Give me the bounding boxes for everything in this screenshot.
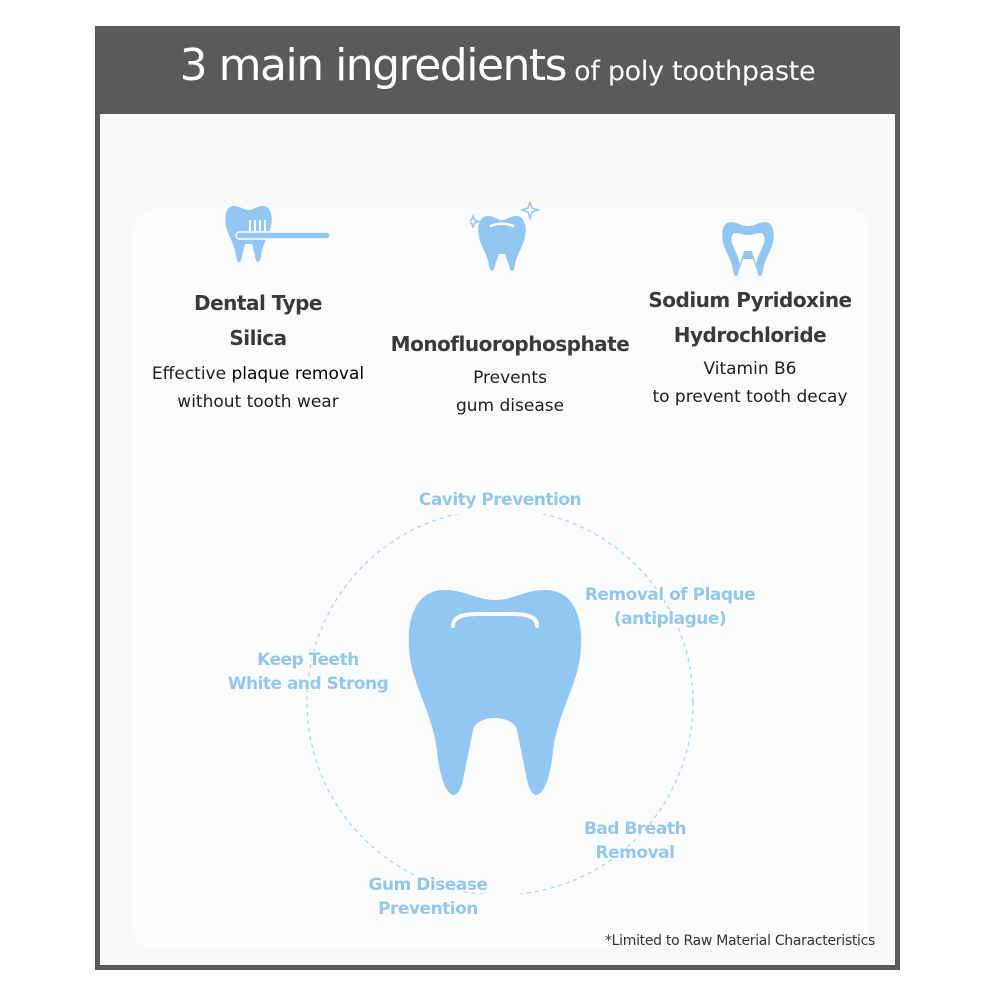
benefit-cavity-prevention: Cavity Prevention [418,490,582,510]
ingredient-name: Hydrochloride [673,323,827,347]
ingredient-name: Monofluorophosphate [390,332,630,356]
ingredient-silica: Dental Type Silica Effective plaque remo… [128,286,388,416]
ingredient-name: Sodium Pyridoxine [648,288,852,312]
ingredient-description: Prevents [473,368,547,388]
ingredient-description: without tooth wear [177,392,339,412]
ingredient-description: Vitamin B6 [703,359,797,379]
ingredient-description: gum disease [455,396,565,416]
ingredient-monofluorophosphate: Monofluorophosphate Prevents gum disease [375,327,645,420]
benefit-bad-breath-removal: Bad Breath Removal [583,819,687,863]
page-subtitle: of poly toothpaste [574,56,816,87]
ingredient-sodium-pyridoxine: Sodium Pyridoxine Hydrochloride Vitamin … [620,283,880,411]
ingredient-name: Dental Type [194,291,322,315]
tooth-outline-icon [722,222,774,276]
benefit-gum-disease-prevention: Gum Disease Prevention [368,875,488,919]
large-tooth-icon [408,590,582,795]
content-frame: 3 main ingredients of poly toothpaste [95,26,900,970]
content-panel: Dental Type Silica Effective plaque remo… [100,114,895,965]
benefit-plaque-removal: Removal of Plaque (antiplague) [584,585,756,629]
inner-card [133,209,869,949]
ingredient-name: Silica [229,326,287,350]
page-title: 3 main ingredients [179,40,568,91]
ingredient-description: to prevent tooth decay [652,387,848,407]
ingredient-description: Effective plaque removal [151,364,365,384]
benefit-circle [306,514,694,894]
header-bar: 3 main ingredients of poly toothpaste [95,26,900,114]
sparkling-tooth-icon [470,202,541,271]
benefit-keep-teeth-white: Keep Teeth White and Strong [227,650,389,694]
footnote: *Limited to Raw Material Characteristics [604,933,875,949]
tooth-toothbrush-icon [225,206,331,262]
